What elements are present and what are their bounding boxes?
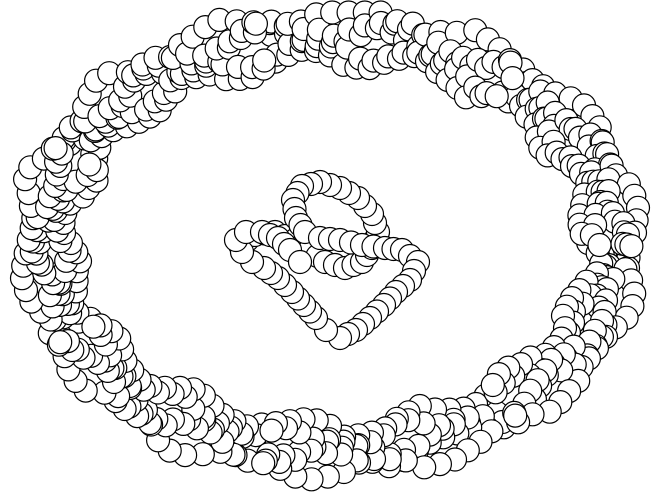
outer-bead-ring	[9, 0, 651, 492]
outer-bead	[500, 65, 525, 91]
outer-bead	[252, 48, 277, 73]
outer-bead	[251, 451, 276, 476]
outer-bead	[77, 152, 102, 177]
inner-knot-bead-chain	[223, 169, 431, 351]
outer-bead	[587, 232, 612, 258]
outer-bead	[81, 314, 106, 339]
inner-bead	[287, 249, 313, 275]
outer-bead	[619, 234, 644, 259]
outer-bead	[484, 84, 509, 109]
outer-bead	[259, 418, 284, 443]
outer-bead	[480, 372, 505, 398]
outer-bead	[43, 136, 68, 161]
outer-bead	[48, 330, 73, 355]
outer-bead	[243, 11, 268, 36]
outer-bead	[503, 403, 528, 428]
